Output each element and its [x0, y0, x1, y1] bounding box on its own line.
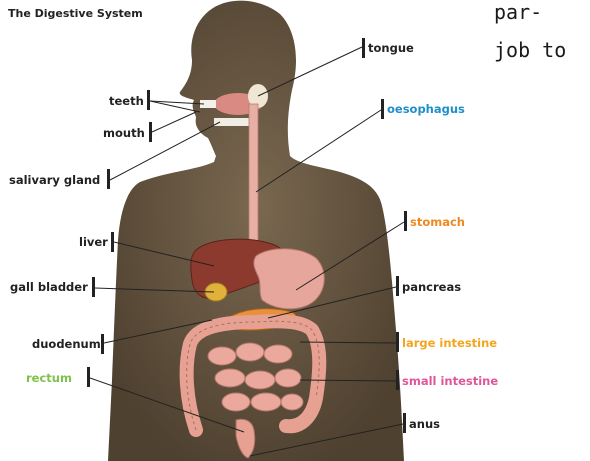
label-small-intestine: small intestine	[402, 374, 498, 388]
label-anus: anus	[409, 417, 440, 431]
label-duodenum: duodenum	[32, 337, 101, 351]
side-text-line-1: par-	[494, 0, 542, 24]
label-rectum: rectum	[26, 371, 72, 385]
label-oesophagus: oesophagus	[387, 102, 465, 116]
label-mouth: mouth	[103, 126, 145, 140]
label-gall-bladder: gall bladder	[10, 280, 88, 294]
label-pancreas: pancreas	[402, 280, 461, 294]
diagram-title: The Digestive System	[8, 7, 143, 20]
small-intestine-shape	[208, 343, 303, 411]
label-tongue: tongue	[368, 41, 414, 55]
label-salivary-gland: salivary gland	[9, 173, 100, 187]
oesophagus-shape	[249, 104, 258, 254]
label-teeth: teeth	[109, 94, 144, 108]
label-stomach: stomach	[410, 215, 465, 229]
side-text-line-2: job to	[494, 38, 566, 62]
label-large-intestine: large intestine	[402, 336, 497, 350]
label-liver: liver	[79, 235, 108, 249]
